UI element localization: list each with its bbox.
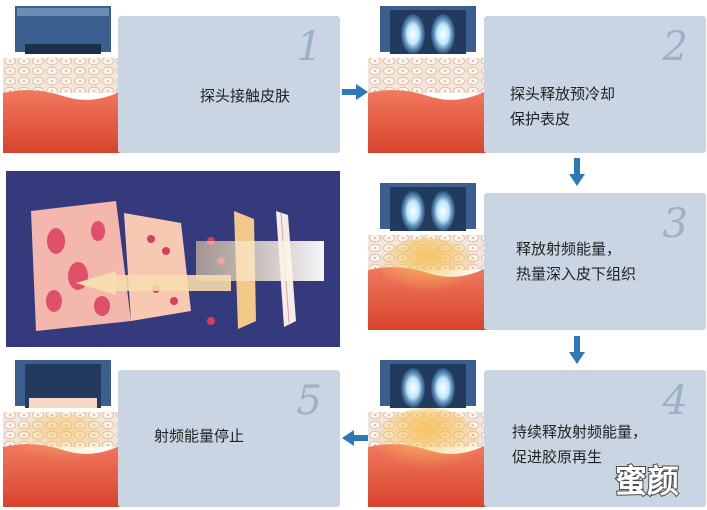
arrow-down-icon <box>569 336 585 364</box>
step-number: 3 <box>662 201 688 247</box>
rf-energy-cross-section <box>6 171 340 347</box>
arrow-right-icon <box>342 84 368 100</box>
step-description: 射频能量停止 <box>154 427 245 445</box>
step-description: 释放射频能量， 热量深入皮下组织 <box>516 240 637 283</box>
step-description: 持续释放射频能量， 促进胶原再生 <box>512 423 648 466</box>
step-card-5: 5 射频能量停止 <box>118 370 340 507</box>
watermark-text: 蜜颜 <box>615 462 679 500</box>
step-number: 2 <box>662 24 688 70</box>
step-number: 1 <box>296 24 322 70</box>
step-card-4: 4 持续释放射频能量， 促进胶原再生 <box>484 370 706 507</box>
step-description: 探头释放预冷却 保护表皮 <box>510 85 616 128</box>
step-2-illustration <box>368 6 488 153</box>
step-number: 5 <box>296 378 322 424</box>
arrow-left-icon <box>342 430 368 446</box>
watermark-logo: 蜜颜 <box>593 458 701 502</box>
step-description: 探头接触皮肤 <box>200 87 291 105</box>
step-card-3: 3 释放射频能量， 热量深入皮下组织 <box>484 193 706 330</box>
step-1-illustration <box>3 6 123 153</box>
step-card-2: 2 探头释放预冷却 保护表皮 <box>484 16 706 153</box>
step-number: 4 <box>662 378 688 424</box>
step-3-illustration <box>368 183 488 330</box>
arrow-down-icon <box>569 158 585 186</box>
step-card-1: 1 探头接触皮肤 <box>118 16 340 153</box>
step-5-illustration <box>3 360 123 507</box>
step-4-illustration <box>368 360 488 507</box>
